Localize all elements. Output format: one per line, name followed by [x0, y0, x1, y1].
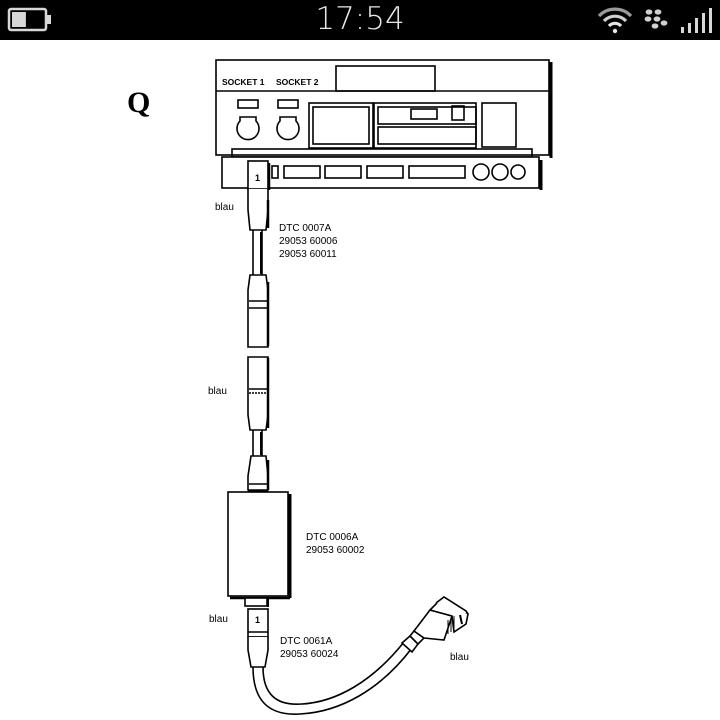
bottom-plug: [247, 608, 269, 668]
bottom-plug-number: 1: [255, 615, 261, 625]
inline-connector-female: [247, 274, 270, 348]
section-letter: Q: [127, 86, 151, 119]
color-label-blau: blau: [450, 652, 469, 663]
part-number: 29053 60011: [279, 249, 337, 260]
part-label-dtc-0007a: DTC 0007A 29053 60006 29053 60011: [279, 222, 337, 261]
color-label-blau: blau: [215, 202, 234, 213]
cable-segment-1: [252, 230, 263, 275]
color-label-blau: blau: [209, 614, 228, 625]
obd-cable: [252, 641, 413, 715]
socket2-label: SOCKET 2: [276, 77, 319, 87]
part-name: DTC 0006A: [306, 532, 359, 543]
part-label-dtc-0061a: DTC 0061A 29053 60024: [280, 635, 338, 661]
device-display-window: [335, 65, 436, 92]
battery-fill: [12, 12, 26, 27]
socket1-indicator: [237, 99, 259, 109]
top-plug: [247, 160, 271, 231]
part-label-dtc-0006a: DTC 0006A 29053 60002: [306, 531, 364, 557]
part-name: DTC 0007A: [279, 223, 332, 234]
battery-icon: [7, 7, 51, 32]
inline-connector-male: [247, 356, 270, 431]
part-number: 29053 60002: [306, 545, 365, 556]
part-number: 29053 60024: [280, 649, 339, 660]
part-name: DTC 0061A: [280, 636, 333, 647]
obd-connector: [400, 596, 469, 654]
signal-icon: [681, 8, 712, 33]
socket1-label: SOCKET 1: [222, 77, 265, 87]
status-bar: 17:54: [0, 0, 720, 40]
part-number: 29053 60006: [279, 236, 338, 247]
top-plug-number: 1: [255, 173, 261, 183]
socket1-port: [236, 116, 260, 141]
socket2-indicator: [277, 99, 299, 109]
wifi-icon: [597, 7, 633, 34]
blackberry-icon: [644, 9, 668, 29]
cable-segment-2: [252, 430, 263, 456]
adapter-input-boot: [247, 455, 270, 493]
clock: 17:54: [315, 1, 405, 37]
socket2-port: [276, 116, 300, 141]
diagnostic-device: [215, 59, 553, 190]
color-label-blau: blau: [208, 386, 227, 397]
adapter-box: [227, 491, 292, 607]
